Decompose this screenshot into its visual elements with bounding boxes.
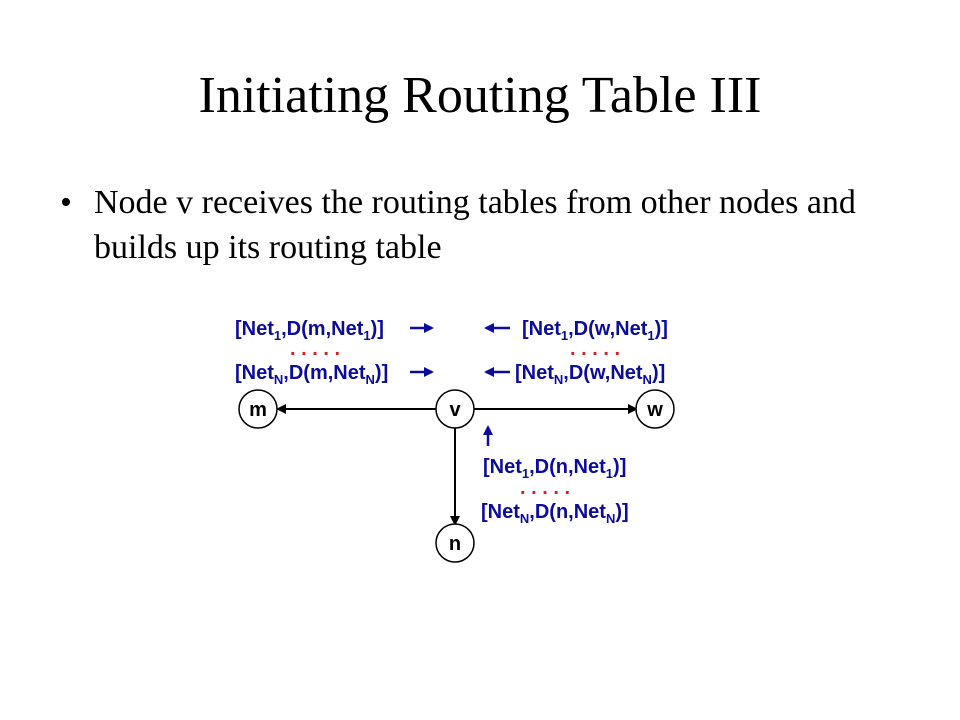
- m-table-line-1: [Net1,D(m,Net1)]: [235, 318, 384, 343]
- m-table-line-n: [NetN,D(m,NetN)]: [235, 362, 388, 387]
- node-w: w: [635, 389, 675, 429]
- node-n-label: n: [449, 533, 461, 555]
- slide-title: Initiating Routing Table III: [198, 67, 762, 124]
- bullet-dot-icon: •: [60, 184, 72, 221]
- w-table-line-n: [NetN,D(w,NetN)]: [515, 362, 665, 387]
- node-w-label: w: [646, 399, 663, 421]
- node-v: v: [435, 389, 475, 429]
- node-n: n: [435, 523, 475, 563]
- n-table-ellipsis: . . . . .: [520, 477, 570, 499]
- w-table-ellipsis: . . . . .: [570, 338, 620, 360]
- node-m: m: [238, 389, 278, 429]
- m-table-ellipsis: . . . . .: [290, 338, 340, 360]
- w-table-line-1: [Net1,D(w,Net1)]: [522, 318, 668, 343]
- n-table-line-1: [Net1,D(n,Net1)]: [483, 456, 626, 481]
- node-v-label: v: [449, 399, 461, 421]
- n-table-line-n: [NetN,D(n,NetN)]: [481, 501, 629, 526]
- node-m-label: m: [249, 399, 267, 421]
- bullet-text: Node v receives the routing tables from …: [94, 184, 856, 266]
